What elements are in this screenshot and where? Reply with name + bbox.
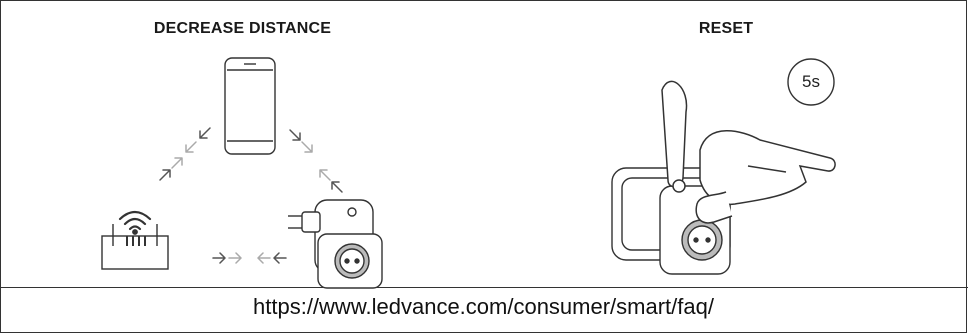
wifi-icon — [118, 210, 152, 235]
arrow-icon — [159, 127, 343, 264]
router-icon — [101, 210, 169, 270]
timer-circle — [787, 58, 835, 106]
smartphone-icon — [224, 57, 276, 155]
reset-timer-label: 5s — [802, 72, 820, 91]
decrease-distance-title: DECREASE DISTANCE — [153, 20, 332, 37]
faq-url[interactable]: https://www.ledvance.com/consumer/smart/… — [253, 294, 714, 319]
hand-press-icon — [661, 80, 836, 224]
reset-title: RESET — [698, 20, 754, 37]
diagram-panels — [1, 1, 968, 288]
smart-plug-icon — [611, 167, 731, 275]
smart-plug-icon — [288, 199, 383, 289]
